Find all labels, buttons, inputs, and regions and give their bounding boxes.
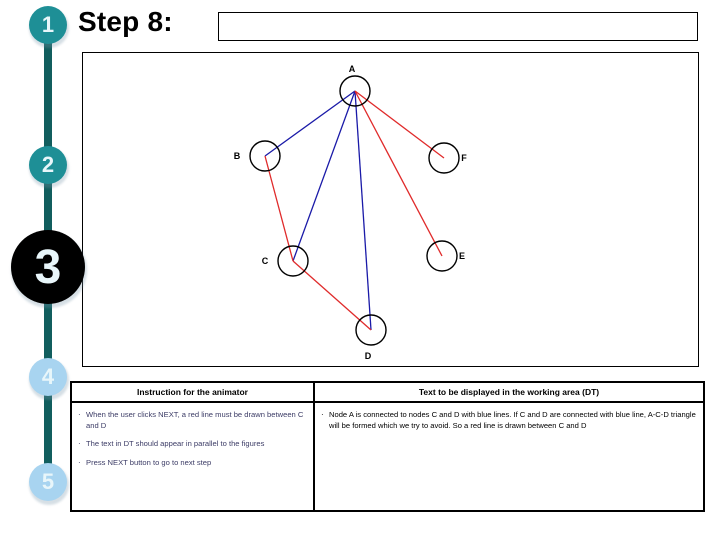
graph-edge-a-b (264, 90, 356, 157)
step-1-label: 1 (41, 12, 55, 37)
title-input-box[interactable] (218, 12, 698, 41)
instruction-bullet-text: When the user clicks NEXT, a red line mu… (86, 410, 304, 430)
step-2-label: 2 (41, 152, 55, 177)
sidebar-step-1[interactable]: 1 (29, 6, 67, 44)
instruction-bullet-item: · Press NEXT button to go to next step (78, 457, 307, 469)
graph-node-label-a: A (349, 64, 356, 74)
graph-node-label-e: E (459, 251, 465, 261)
table-cell-dt-text: · Node A is connected to nodes C and D wi… (315, 403, 703, 510)
dt-bullet-text: Node A is connected to nodes C and D wit… (329, 410, 696, 430)
graph-node-c[interactable] (277, 245, 309, 277)
graph-node-label-f: F (461, 153, 467, 163)
graph-edge-a-d (354, 90, 372, 331)
graph-node-e[interactable] (426, 240, 458, 272)
graph-edge-a-c (292, 90, 356, 262)
bullet-dot-icon: · (78, 410, 81, 419)
dt-bullet-item: · Node A is connected to nodes C and D wi… (321, 409, 697, 431)
bullet-dot-icon: · (78, 457, 81, 467)
graph-node-label-c: C (262, 256, 269, 266)
instruction-bullet-item: · The text in DT should appear in paralle… (78, 438, 307, 450)
graph-edge-b-c (264, 155, 294, 262)
sidebar-step-3-active[interactable]: 3 (11, 230, 85, 304)
bullet-dot-icon: · (321, 410, 324, 419)
instruction-table: Instruction for the animator Text to be … (70, 381, 705, 512)
graph-edge-a-e (354, 90, 443, 257)
step-3-label: 3 (34, 240, 62, 294)
instruction-bullet-list: · When the user clicks NEXT, a red line m… (72, 403, 313, 479)
graph-diagram: A B C D E F (234, 64, 468, 361)
instruction-bullet-text: The text in DT should appear in parallel… (86, 439, 265, 448)
table-header-row: Instruction for the animator Text to be … (72, 383, 703, 403)
graph-edge-a-f (354, 90, 445, 159)
dt-column-header: Text to be displayed in the working area… (418, 387, 600, 397)
graph-node-d[interactable] (355, 314, 387, 346)
graph-edge-c-d (292, 260, 372, 331)
instruction-bullet-text: Press NEXT button to go to next step (86, 457, 212, 467)
graph-node-label-d: D (365, 351, 372, 361)
table-cell-instructions: · When the user clicks NEXT, a red line m… (72, 403, 315, 510)
instruction-bullet-item: · When the user clicks NEXT, a red line m… (78, 409, 307, 431)
table-body-row: · When the user clicks NEXT, a red line m… (72, 403, 703, 510)
bullet-dot-icon: · (78, 439, 81, 448)
graph-node-b[interactable] (249, 140, 281, 172)
graph-node-a[interactable] (339, 75, 371, 107)
instruction-column-header: Instruction for the animator (137, 387, 248, 397)
sidebar-step-2[interactable]: 2 (29, 146, 67, 184)
table-header-cell-instruction: Instruction for the animator (72, 383, 315, 401)
graph-node-f[interactable] (428, 142, 460, 174)
step-4-label: 4 (41, 364, 55, 389)
step-5-label: 5 (41, 469, 55, 494)
page-title: Step 8: (78, 6, 173, 37)
dt-bullet-list: · Node A is connected to nodes C and D wi… (315, 403, 703, 442)
sidebar-step-4[interactable]: 4 (29, 358, 67, 396)
sidebar-step-5[interactable]: 5 (29, 463, 67, 501)
working-area-panel: A B C D E F (82, 52, 699, 367)
graph-node-label-b: B (234, 151, 241, 161)
table-header-cell-dt: Text to be displayed in the working area… (315, 383, 703, 401)
